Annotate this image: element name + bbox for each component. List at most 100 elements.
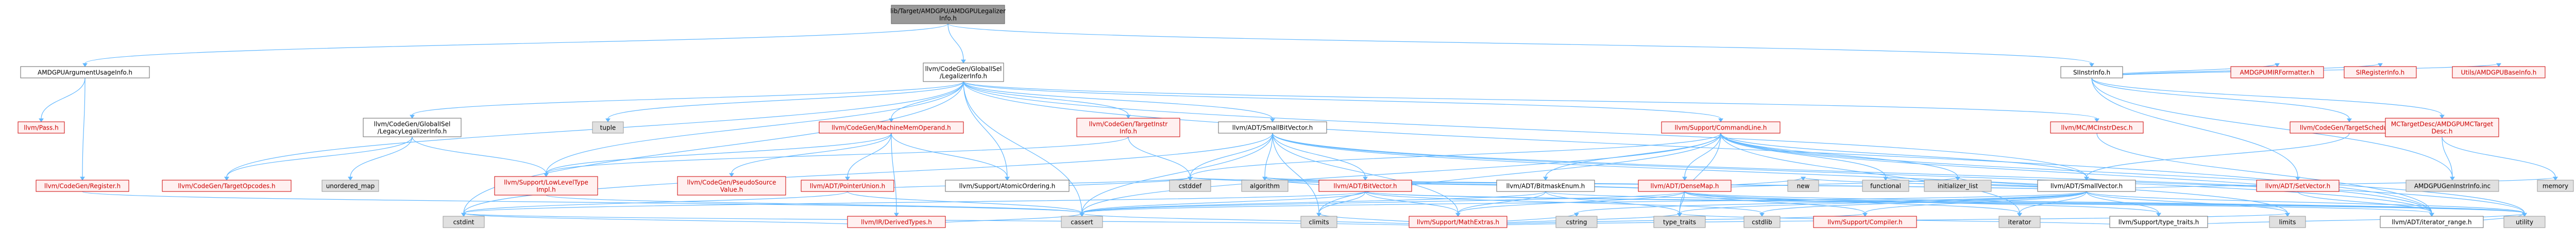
- node-label: limits: [2279, 219, 2296, 226]
- edge-arrowhead: [2347, 118, 2352, 122]
- graph-node-algorithm: algorithm: [1241, 180, 1289, 192]
- dependency-edge: [1679, 191, 1685, 214]
- edge-arrowhead: [2439, 115, 2445, 119]
- graph-node-legacy-legal[interactable]: llvm/CodeGen/GlobalISel/LegacyLegalizerI…: [363, 118, 462, 137]
- node-box: [494, 176, 598, 196]
- edge-arrowhead: [2522, 213, 2527, 217]
- dependency-edge: [1272, 133, 1319, 214]
- graph-node-register[interactable]: llvm/CodeGen/Register.h: [36, 180, 129, 192]
- graph-node-setvector[interactable]: llvm/ADT/SetVector.h: [2256, 180, 2340, 192]
- dependency-edge: [1272, 133, 2525, 214]
- graph-node-iteratorrange[interactable]: llvm/ADT/iterator_range.h: [2380, 216, 2484, 228]
- graph-node-smallbitvector[interactable]: llvm/ADT/SmallBitVector.h: [1218, 121, 1327, 134]
- edge-arrowhead: [605, 118, 611, 122]
- node-label: llvm/ADT/SmallVector.h: [2050, 183, 2123, 190]
- graph-node-globalisel-legal[interactable]: llvm/CodeGen/GlobalISel/LegalizerInfo.h: [923, 62, 1004, 82]
- node-label: MCTargetDesc/AMDGPUMCTarget: [2391, 121, 2494, 128]
- dependency-edge: [1458, 191, 1546, 214]
- edge-arrowhead: [961, 59, 966, 63]
- edge-arrowhead: [729, 173, 734, 177]
- node-box: [1862, 180, 1909, 192]
- graph-node-amdgpuargs[interactable]: AMDGPUArgumentUsageInfo.h: [20, 66, 150, 78]
- graph-node-atomicordering[interactable]: llvm/Support/AtomicOrdering.h: [945, 180, 1070, 192]
- dependency-edge: [1128, 136, 1191, 178]
- node-box: [1638, 180, 1732, 192]
- node-box: [2060, 66, 2123, 78]
- graph-node-targetschedule[interactable]: llvm/CodeGen/TargetSchedule.h: [2290, 121, 2409, 134]
- graph-node-commandline[interactable]: llvm/Support/CommandLine.h: [1661, 121, 1781, 134]
- node-label: cstdlib: [1752, 219, 1772, 226]
- node-label: llvm/CodeGen/MachineMemOperand.h: [832, 124, 951, 132]
- graph-node-siregisterinfo[interactable]: SIRegisterInfo.h: [2344, 66, 2417, 78]
- node-box: [923, 62, 1004, 82]
- node-label: llvm/CodeGen/TargetOpcodes.h: [178, 183, 275, 190]
- graph-node-mmo[interactable]: llvm/CodeGen/MachineMemOperand.h: [819, 121, 964, 134]
- node-label: utility: [2516, 219, 2533, 226]
- node-label: iterator: [2008, 219, 2031, 226]
- graph-node-pointerunion[interactable]: llvm/ADT/PointerUnion.h: [801, 180, 894, 192]
- dependency-edge: [2086, 191, 2288, 214]
- node-label: llvm/CodeGen/TargetInstr: [1089, 121, 1168, 128]
- dependency-edge: [1272, 133, 1366, 178]
- node-label: llvm/CodeGen/PseudoSource: [687, 179, 776, 186]
- graph-node-cstddef: cstddef: [1169, 180, 1211, 192]
- dependency-edge: [1576, 191, 2087, 214]
- graph-node-derivedtypes[interactable]: llvm/IR/DerivedTypes.h: [847, 216, 946, 228]
- dependency-edge: [947, 23, 964, 60]
- dependency-edge: [891, 81, 964, 119]
- edge-arrowhead: [348, 177, 353, 181]
- graph-node-mathextras[interactable]: llvm/Support/MathExtras.h: [1409, 216, 1507, 228]
- node-label: /LegacyLegalizerInfo.h: [378, 128, 447, 135]
- dependency-edge: [2019, 191, 2087, 214]
- dependency-edge: [463, 213, 897, 228]
- dependency-edge: [2091, 77, 2350, 119]
- dependency-edge: [1081, 133, 1273, 214]
- node-label: SIRegisterInfo.h: [2356, 69, 2404, 76]
- dependency-edge: [947, 23, 2092, 64]
- dependency-edge: [2091, 77, 2298, 178]
- dependency-edge: [1720, 133, 1886, 178]
- node-label: llvm/ADT/PointerUnion.h: [810, 183, 886, 190]
- node-box: [2380, 216, 2484, 228]
- graph-node-mcinstrdesc[interactable]: llvm/MC/MCInstrDesc.h: [2050, 121, 2144, 134]
- edge-arrowhead: [2275, 63, 2280, 67]
- dependency-edge: [847, 133, 892, 178]
- node-label: new: [1797, 183, 1810, 190]
- node-box: [2405, 180, 2499, 192]
- dependency-edge: [1684, 133, 1721, 178]
- graph-node-typetraits[interactable]: llvm/Support/type_traits.h: [2109, 216, 2208, 228]
- edge-arrowhead: [224, 177, 229, 181]
- graph-node-amdgpumirformatter[interactable]: AMDGPUMIRFormatter.h: [2230, 66, 2324, 78]
- graph-node-compiler[interactable]: llvm/Support/Compiler.h: [1813, 216, 1917, 228]
- graph-node-smallvector[interactable]: llvm/ADT/SmallVector.h: [2037, 180, 2136, 192]
- edge-arrowhead: [2017, 213, 2022, 217]
- node-label: cstdint: [453, 219, 474, 226]
- node-box: [1743, 216, 1781, 228]
- node-label: unordered_map: [326, 183, 375, 190]
- dependency-edge: [963, 81, 2097, 119]
- graph-node-pass[interactable]: llvm/Pass.h: [18, 121, 65, 134]
- graph-node-targetopcodes[interactable]: llvm/CodeGen/TargetOpcodes.h: [162, 180, 292, 192]
- dependency-edge: [963, 81, 2432, 214]
- node-box: [1653, 216, 1706, 228]
- node-box: [819, 121, 964, 134]
- edge-arrowhead: [39, 118, 44, 122]
- graph-node-climits: climits: [1300, 216, 1337, 228]
- node-label: llvm/Support/LowLevelType: [504, 179, 588, 186]
- node-box: [2037, 180, 2136, 192]
- node-box: [1998, 216, 2041, 228]
- graph-node-bitvector[interactable]: llvm/ADT/BitVector.h: [1318, 180, 1412, 192]
- edge-arrowhead: [1955, 177, 1960, 181]
- node-label: memory: [2543, 183, 2568, 190]
- dependency-edge: [41, 77, 86, 119]
- graph-node-amdgpubaseinfo[interactable]: Utils/AMDGPUBaseInfo.h: [2452, 66, 2546, 78]
- graph-node-siinstrinfo[interactable]: SIInstrInfo.h: [2060, 66, 2123, 78]
- node-label: llvm/IR/DerivedTypes.h: [861, 219, 932, 226]
- graph-node-densemap[interactable]: llvm/ADT/DenseMap.h: [1638, 180, 1732, 192]
- graph-node-bitmaskenum[interactable]: llvm/ADT/BitmaskEnum.h: [1496, 180, 1595, 192]
